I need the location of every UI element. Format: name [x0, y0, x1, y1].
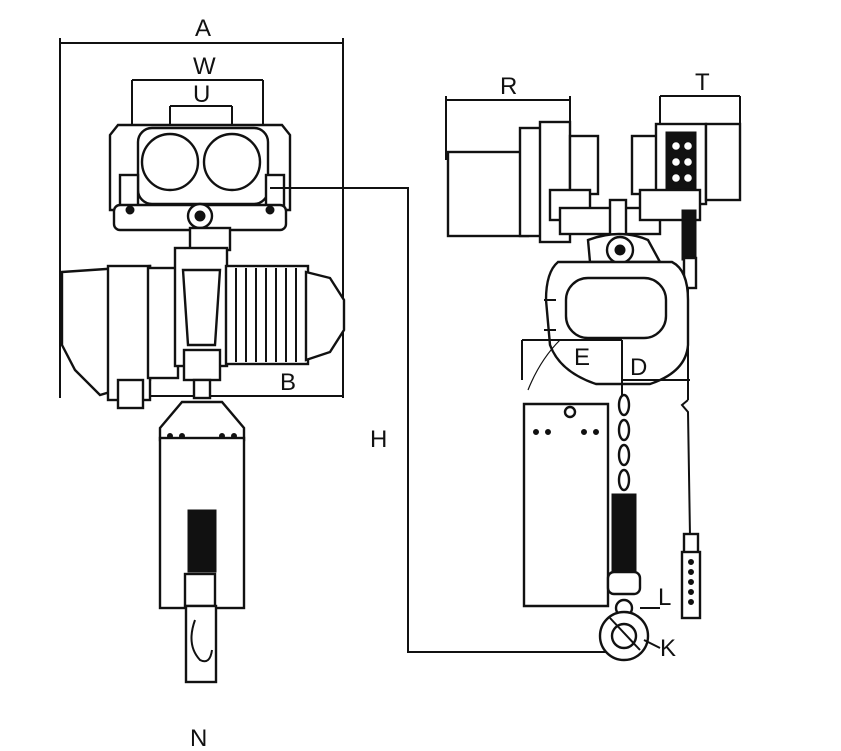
dimension-l: L [640, 584, 671, 611]
dimension-t: T [659, 69, 741, 200]
label-h: H [370, 426, 387, 453]
label-l: L [658, 584, 671, 611]
front-view: A W U [59, 15, 628, 751]
label-r: R [500, 73, 517, 100]
label-u: U [193, 81, 210, 108]
label-b: B [280, 369, 296, 396]
label-d: D [630, 354, 647, 381]
hoist-body-side [544, 232, 690, 386]
label-e: E [574, 344, 590, 371]
side-view: R T [445, 69, 742, 662]
pendant-control [680, 288, 702, 620]
hoist-body-front [60, 246, 346, 410]
dimension-k: K [643, 635, 676, 662]
dimension-h: H [270, 187, 628, 653]
dimension-w: W [131, 53, 264, 125]
label-t: T [695, 69, 710, 96]
load-chain-side [611, 393, 637, 573]
hook-front: N [183, 509, 218, 751]
trolley-front [108, 123, 292, 252]
dimension-e: E [521, 339, 622, 380]
label-n: N [190, 725, 207, 751]
dimension-d: D [621, 340, 690, 400]
label-w: W [193, 53, 216, 80]
hook-side [598, 570, 650, 662]
chain-container-side [522, 339, 610, 608]
dimension-r: R [445, 73, 571, 160]
label-k: K [660, 635, 676, 662]
label-a: A [195, 15, 211, 42]
motor-fins [235, 268, 297, 362]
trolley-side [446, 120, 742, 290]
dimension-b: B [150, 369, 343, 397]
dimension-a: A [59, 15, 344, 398]
